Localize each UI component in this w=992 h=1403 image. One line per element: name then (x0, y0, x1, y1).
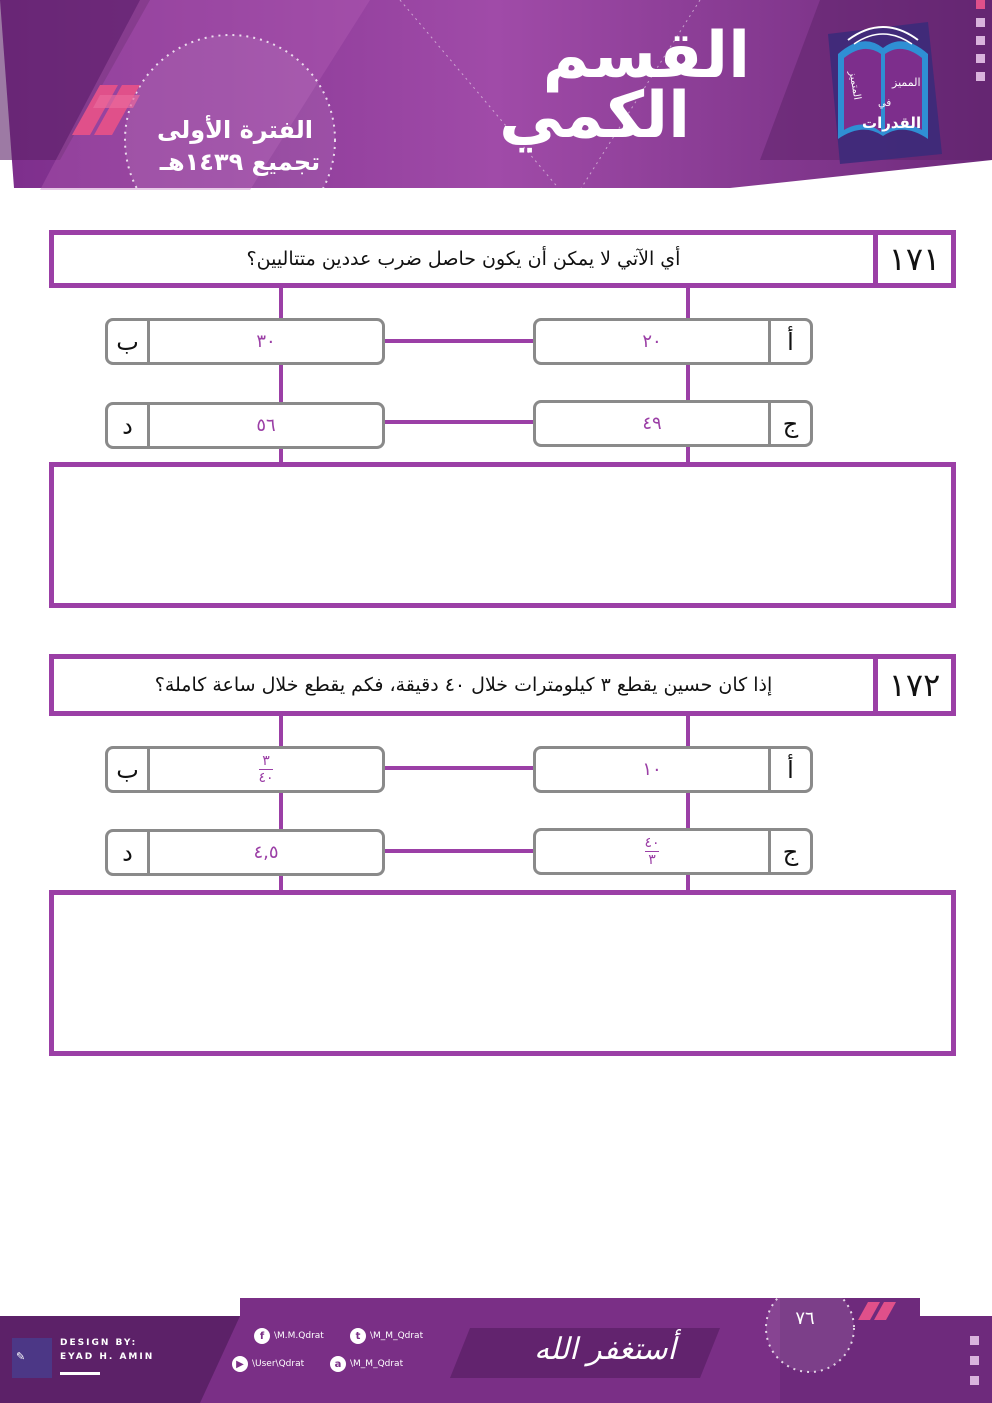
option-value: ٣ ٤٠ (150, 749, 382, 790)
youtube-link[interactable]: ▶ \User\Qdrat (232, 1356, 304, 1372)
fraction: ٣ ٤٠ (258, 754, 273, 785)
fraction-numerator: ٣ (262, 753, 270, 769)
footer-background (0, 1298, 992, 1403)
option-letter: أ (768, 749, 810, 790)
option-a[interactable]: ٢٠ أ (533, 318, 813, 365)
answer-box[interactable] (49, 890, 956, 1056)
section-title-line2: الكمي (499, 79, 690, 153)
connector-line (279, 714, 283, 892)
question-text: أي الآتي لا يمكن أن يكون حاصل ضرب عددين … (246, 248, 681, 270)
option-letter: ب (108, 749, 150, 790)
page-footer: ✎ DESIGN BY: EYAD H. AMIN f \M.M.Qdrat t… (0, 1298, 992, 1403)
option-b[interactable]: ٣ ٤٠ ب (105, 746, 385, 793)
collection-label: تجميع ١٤٣٩هـ (159, 148, 321, 176)
fraction-bar (644, 851, 659, 852)
book-logo-icon (828, 22, 942, 164)
option-value: ١٠ (642, 759, 662, 780)
fraction-denominator: ٤٠ (258, 770, 274, 786)
logo-text-top: المميز (892, 76, 921, 89)
option-value: ٢٠ (642, 331, 662, 352)
page-header: القسم الكمي الفترة الأولى تجميع ١٤٣٩هـ ا… (0, 0, 992, 190)
option-value: ٤,٥ (253, 842, 279, 863)
youtube-handle: \User\Qdrat (252, 1359, 305, 1369)
fraction: ٤٠ ٣ (644, 836, 659, 867)
connector-line (686, 714, 690, 892)
option-c[interactable]: ٤٠ ٣ ج (533, 828, 813, 875)
connector-line (686, 288, 690, 464)
connector-line (384, 849, 534, 853)
option-letter: أ (768, 321, 810, 362)
question-block-171: أي الآتي لا يمكن أن يكون حاصل ضرب عددين … (0, 0, 992, 620)
youtube-icon: ▶ (232, 1356, 248, 1372)
question-text: إذا كان حسين يقطع ٣ كيلومترات خلال ٤٠ دق… (154, 674, 773, 696)
twitter-link[interactable]: t \M_M_Qdrat (350, 1328, 423, 1344)
fraction-numerator: ٤٠ (644, 835, 660, 851)
connector-line (384, 420, 534, 424)
option-letter: ب (108, 321, 150, 362)
facebook-link[interactable]: f \M.M.Qdrat (254, 1328, 324, 1344)
option-value: ٥٦ (256, 415, 276, 436)
page-number: ٧٦ (795, 1308, 815, 1329)
snapchat-handle: \M_M_Qdrat (350, 1359, 404, 1369)
option-d[interactable]: ٥٦ د (105, 402, 385, 449)
logo: المميز المتميز في القدرات (818, 14, 948, 164)
designer-signature-icon: ✎ (16, 1350, 26, 1363)
facebook-icon: f (254, 1328, 270, 1344)
option-c[interactable]: ٤٩ ج (533, 400, 813, 447)
design-by-label: DESIGN BY: (60, 1338, 138, 1348)
twitter-icon: t (350, 1328, 366, 1344)
option-value: ٣٠ (256, 331, 276, 352)
question-block-172: إذا كان حسين يقطع ٣ كيلومترات خلال ٤٠ دق… (49, 654, 956, 1056)
option-letter: ج (768, 403, 810, 444)
option-letter: ج (768, 831, 810, 872)
snapchat-icon: a (330, 1356, 346, 1372)
connector-line (384, 339, 534, 343)
option-value: ٤٩ (642, 413, 662, 434)
answer-box[interactable] (49, 462, 956, 608)
fraction-denominator: ٣ (648, 852, 656, 868)
twitter-handle: \M_M_Qdrat (370, 1331, 424, 1341)
period-label: الفترة الأولى (156, 116, 314, 144)
fraction-bar (258, 769, 273, 770)
option-value: ٤٠ ٣ (536, 831, 768, 872)
option-b[interactable]: ٣٠ ب (105, 318, 385, 365)
option-d[interactable]: ٤,٥ د (105, 829, 385, 876)
designer-name: EYAD H. AMIN (60, 1352, 155, 1362)
logo-text-bottom: القدرات (862, 114, 922, 132)
option-a[interactable]: ١٠ أ (533, 746, 813, 793)
section-title-line1: القسم (542, 19, 750, 93)
logo-text-mid: في (878, 98, 892, 109)
option-letter: د (108, 832, 150, 873)
snapchat-link[interactable]: a \M_M_Qdrat (330, 1356, 403, 1372)
option-letter: د (108, 405, 150, 446)
question-number: ١٧١ (873, 235, 951, 283)
connector-line (384, 766, 534, 770)
question-number: ١٧٢ (873, 659, 951, 711)
facebook-handle: \M.M.Qdrat (274, 1331, 324, 1341)
question-bar: إذا كان حسين يقطع ٣ كيلومترات خلال ٤٠ دق… (49, 654, 956, 716)
connector-line (279, 288, 283, 464)
question-bar: أي الآتي لا يمكن أن يكون حاصل ضرب عددين … (49, 230, 956, 288)
calligraphy-text: أستغفر الله (534, 1332, 676, 1367)
